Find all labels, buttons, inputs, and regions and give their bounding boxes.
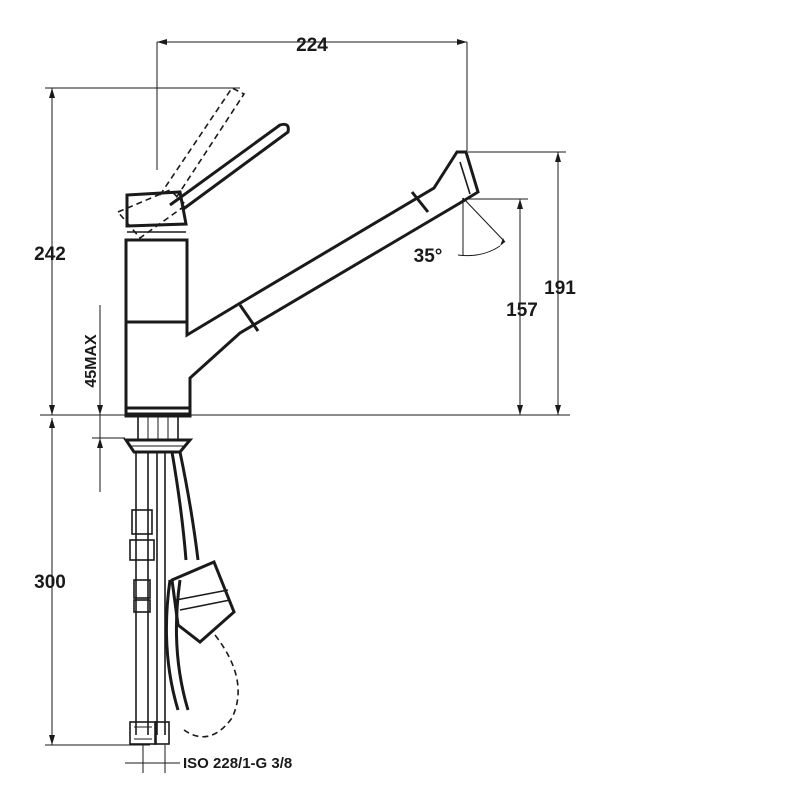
base-plate [124,406,192,418]
dimension-outlet-height [462,198,528,415]
cartridge-head [116,189,188,240]
dimension-hose-length [45,418,150,746]
braided-hose [154,452,170,745]
label-angle: 35° [414,246,443,267]
dimension-angle [457,197,506,257]
dimension-spout-height [468,151,566,415]
dimension-max-thickness [92,305,125,492]
label-width-top: 224 [296,35,328,56]
lever-handle [169,122,290,212]
pullout-hose [164,451,239,738]
label-max-thickness: 45MAX [83,334,100,388]
lever-alt-position [159,86,246,199]
label-outlet-height: 157 [506,300,538,321]
label-height-total: 242 [34,244,66,265]
supply-pipe [129,452,157,745]
dimension-height-total [45,87,240,415]
dimension-width-top [156,39,468,170]
label-hose-length: 300 [34,572,66,593]
label-connection: ISO 228/1-G 3/8 [183,755,292,772]
label-spout-height: 191 [544,278,576,299]
hose-counterweight [170,560,236,644]
dimension-connection [125,745,180,773]
mounting-assembly [123,415,194,454]
